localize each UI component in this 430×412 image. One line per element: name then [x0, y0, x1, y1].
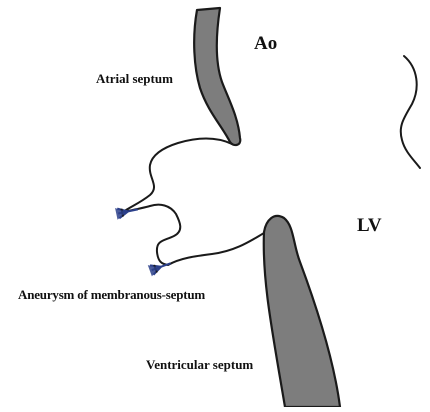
atrial-septum-label: Atrial septum	[96, 72, 173, 85]
upper-clip-icon	[115, 203, 139, 219]
aorta-label: Ao	[254, 34, 277, 53]
ventricular-septum-label: Ventricular septum	[146, 358, 253, 371]
membranous-septum-outline	[123, 139, 264, 265]
aneurysm-label: Aneurysm of membranous-septum	[18, 288, 205, 301]
aortic-wall-curve	[401, 56, 420, 168]
atrial-septum-shape	[194, 8, 240, 145]
ventricular-septum-shape	[264, 216, 340, 407]
left-ventricle-label: LV	[357, 216, 382, 235]
